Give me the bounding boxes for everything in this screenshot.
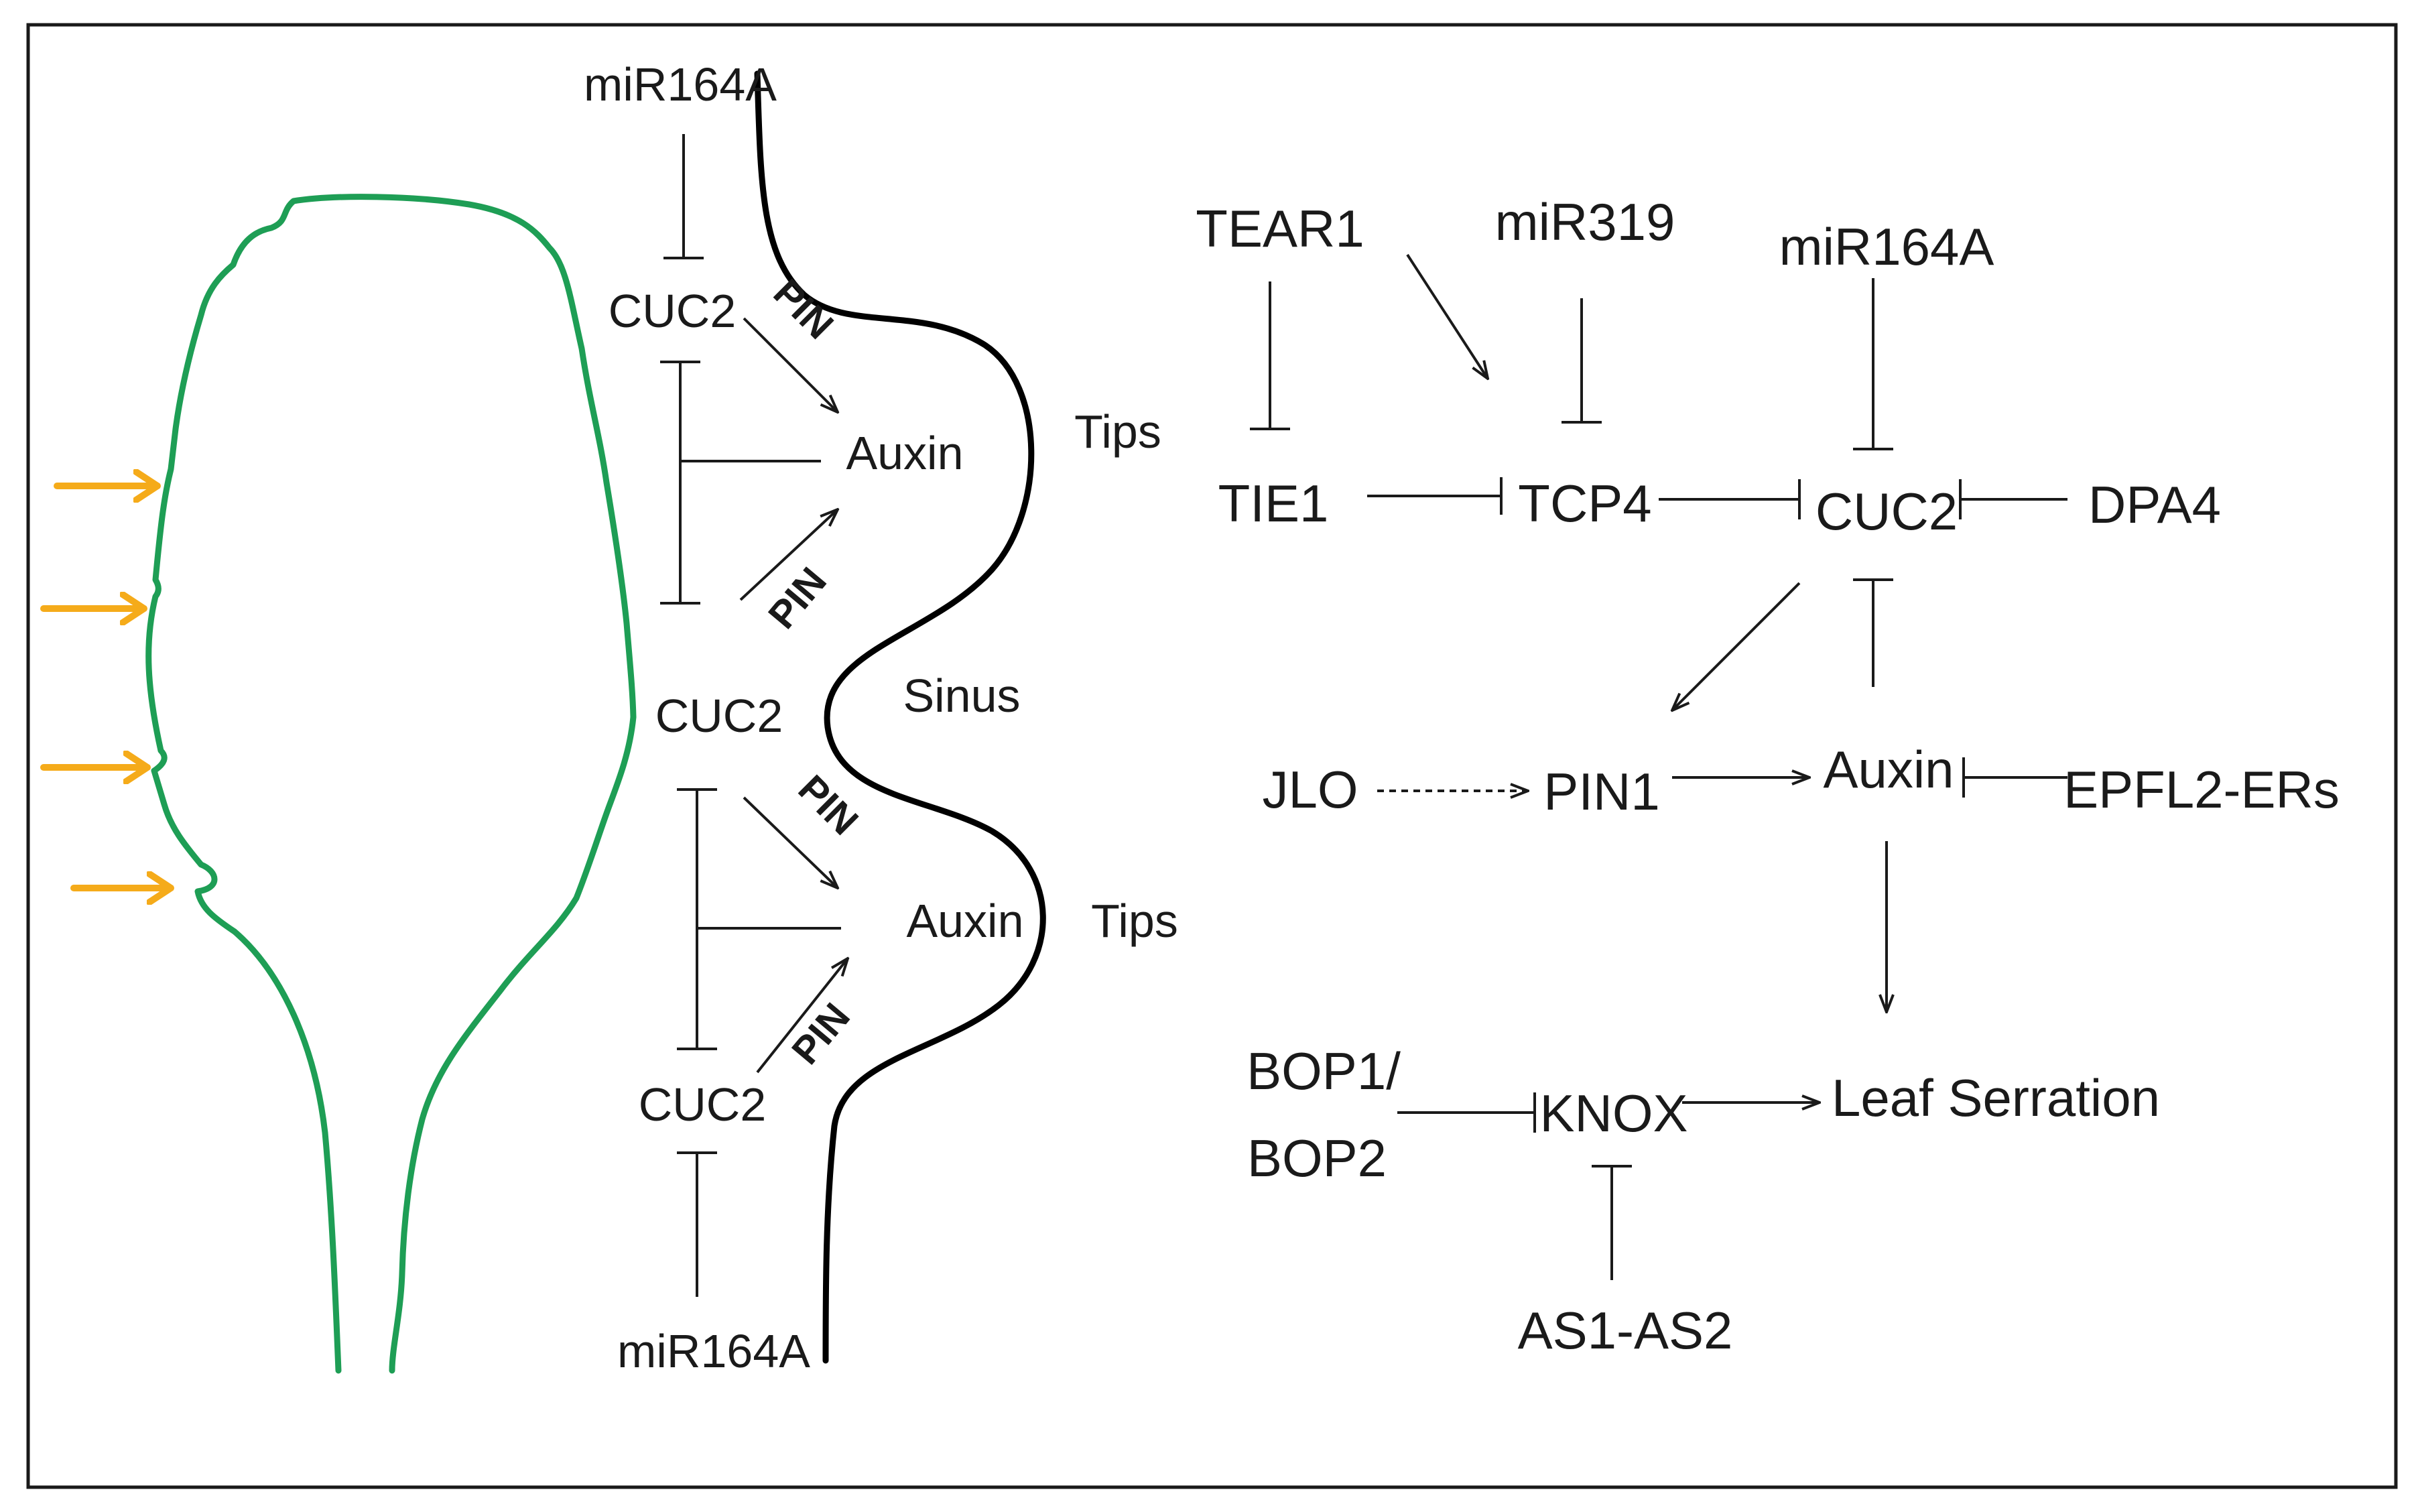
left-panel-labels: miR164A CUC2 Auxin Tips Sinus CUC2 Auxin…	[584, 58, 1178, 1377]
label-pin-upper-1: PIN	[765, 271, 842, 347]
label-cuc2-bottom: CUC2	[639, 1078, 767, 1131]
edge-cuc2-pin1	[1672, 582, 1801, 710]
leaf-margin-curve	[754, 70, 1046, 1364]
node-leaf-serration: Leaf Serration	[1832, 1068, 2160, 1127]
node-pin1: PIN1	[1543, 762, 1659, 821]
node-as1-as2: AS1-AS2	[1518, 1301, 1733, 1360]
label-cuc2-mid: CUC2	[655, 690, 783, 742]
right-panel-labels: TEAR1 miR319 miR164A TIE1 TCP4 CUC2 DPA4…	[1196, 192, 2340, 1360]
node-jlo: JLO	[1262, 760, 1358, 819]
node-auxin: Auxin	[1823, 740, 1954, 799]
left-panel-edges	[660, 134, 848, 1297]
node-tie1: TIE1	[1218, 474, 1329, 533]
node-mir164a: miR164A	[1779, 217, 1994, 276]
leaf-outline	[145, 194, 637, 1374]
label-pin-lower-2: PIN	[783, 995, 858, 1073]
edge-cuc2-mid-auxin-upper	[739, 509, 838, 601]
node-epfl2-ers: EPFL2-ERs	[2063, 760, 2340, 819]
figure-border	[26, 23, 2398, 1489]
node-bop2: BOP2	[1247, 1129, 1387, 1188]
label-sinus: Sinus	[903, 670, 1020, 722]
node-tcp4: TCP4	[1518, 474, 1651, 533]
label-pin-lower-1: PIN	[790, 767, 867, 843]
node-mir319: miR319	[1495, 192, 1675, 251]
leaf-illustration	[145, 194, 637, 1374]
label-mir164a-bottom: miR164A	[617, 1325, 810, 1377]
right-panel-edges: PIN1 (dashed) -->	[1250, 253, 2067, 1280]
node-tear1: TEAR1	[1196, 199, 1364, 258]
edge-tear1-tcp4	[1406, 253, 1488, 379]
label-cuc2-top: CUC2	[609, 285, 737, 337]
serration-arrows	[40, 486, 174, 888]
label-mir164a-top: miR164A	[584, 58, 777, 111]
node-knox: KNOX	[1539, 1084, 1687, 1143]
node-cuc2: CUC2	[1816, 482, 1958, 541]
node-dpa4: DPA4	[2088, 475, 2221, 534]
edge-cuc2-mid-auxin-lower	[743, 796, 838, 888]
label-tips-lower: Tips	[1091, 895, 1178, 947]
label-tips-upper: Tips	[1074, 405, 1161, 458]
node-bop1: BOP1/	[1247, 1042, 1401, 1100]
edge-cuc2-top-auxin	[743, 317, 838, 412]
label-auxin-upper: Auxin	[846, 427, 963, 479]
edge-cuc2-bottom-auxin-lower	[756, 958, 848, 1074]
label-auxin-lower: Auxin	[906, 895, 1023, 947]
